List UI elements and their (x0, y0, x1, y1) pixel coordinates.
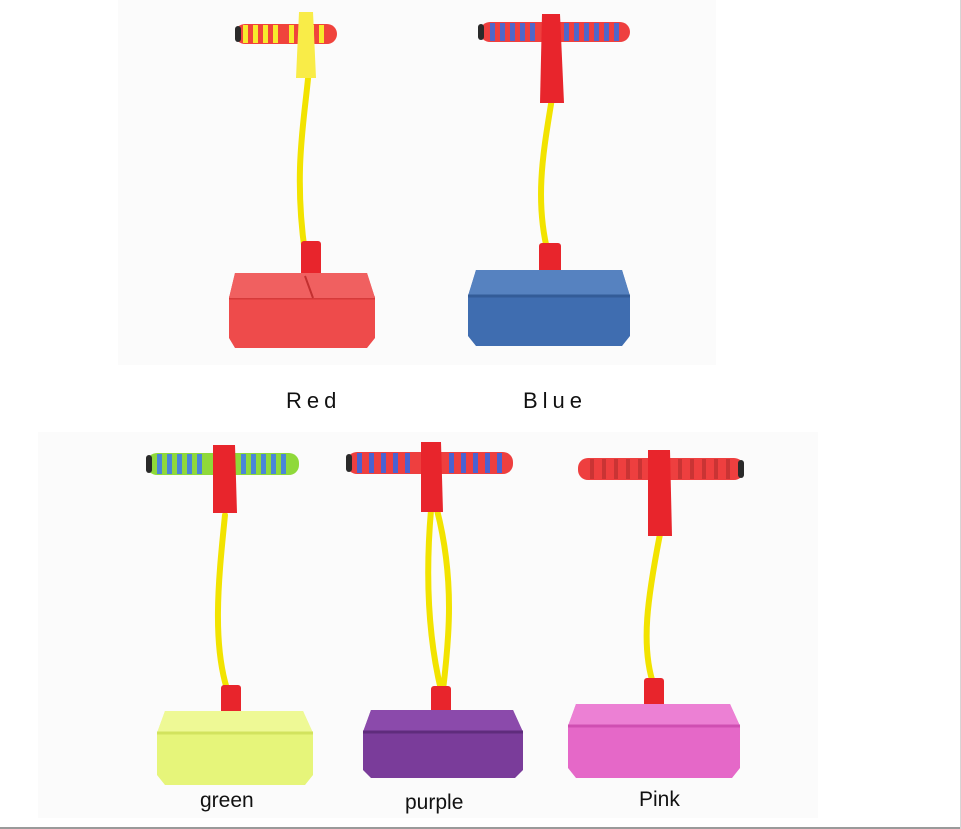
product-image-blue (468, 14, 630, 346)
label-purple: purple (405, 791, 464, 814)
product-image-green (146, 445, 313, 785)
bottom-border (0, 827, 961, 829)
label-pink: Pink (639, 788, 680, 811)
product-image-pink (568, 450, 744, 778)
label-green: green (200, 789, 254, 812)
product-image-red (229, 12, 375, 348)
product-image-purple (346, 442, 523, 778)
label-red: Red (286, 388, 342, 413)
label-blue: Blue (523, 388, 588, 413)
